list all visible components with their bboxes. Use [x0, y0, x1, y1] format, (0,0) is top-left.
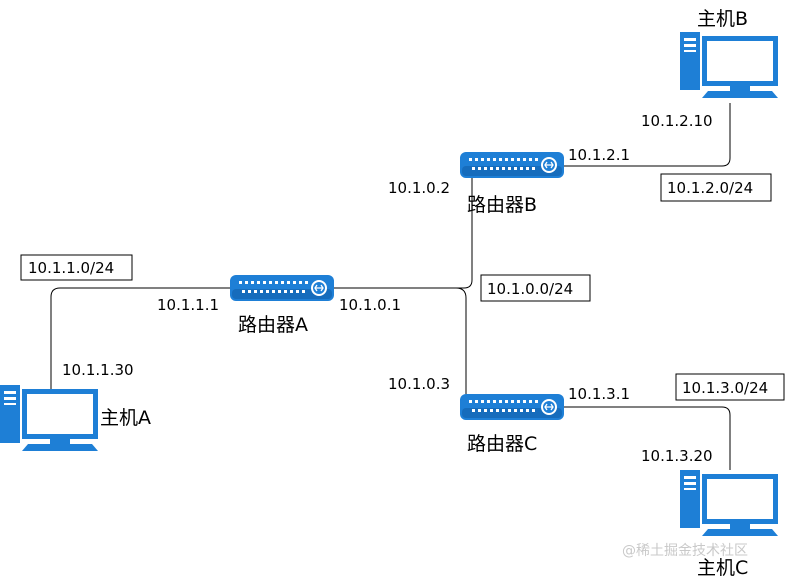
- subnet-label-net-core: 10.1.0.0/24: [487, 280, 573, 298]
- router-b-ip-right: 10.1.2.1: [568, 146, 630, 164]
- router-c-label: 路由器C: [467, 433, 537, 455]
- host-a-icon: [0, 385, 98, 451]
- host-a-label: 主机A: [100, 407, 151, 429]
- router-a-icon: [229, 274, 335, 302]
- router-c-icon: [459, 393, 565, 421]
- link-router-a-router-c: [455, 287, 467, 394]
- router-c-ip-left: 10.1.0.3: [388, 375, 450, 393]
- host-b[interactable]: 主机B: [680, 8, 778, 98]
- subnet-box-net-a: 10.1.1.0/24: [20, 254, 133, 281]
- link-router-a-router-b: [334, 175, 473, 289]
- router-b-ip-left: 10.1.0.2: [388, 179, 450, 197]
- host-a-ip: 10.1.1.30: [62, 361, 134, 379]
- host-c-ip: 10.1.3.20: [641, 447, 713, 465]
- router-b-label: 路由器B: [467, 194, 537, 216]
- subnet-label-net-a: 10.1.1.0/24: [28, 259, 114, 277]
- host-c-label: 主机C: [697, 557, 748, 578]
- host-b-ip: 10.1.2.10: [641, 112, 713, 130]
- router-c[interactable]: 路由器C: [459, 393, 565, 455]
- subnet-box-net-core: 10.1.0.0/24: [480, 274, 591, 302]
- link-router-c-host-c: [564, 406, 731, 470]
- router-b-icon: [459, 151, 565, 179]
- subnet-box-net-b: 10.1.2.0/24: [660, 173, 772, 202]
- router-c-ip-right: 10.1.3.1: [568, 385, 630, 403]
- host-a[interactable]: 主机A: [0, 385, 151, 451]
- host-b-icon: [680, 32, 778, 98]
- watermark-text: @稀土掘金技术社区: [622, 543, 748, 559]
- link-host-a-router-a: [50, 287, 230, 396]
- link-router-b-host-b: [564, 103, 731, 167]
- subnet-box-net-c: 10.1.3.0/24: [675, 373, 785, 401]
- router-a[interactable]: 路由器A: [229, 274, 335, 336]
- host-c[interactable]: 主机C: [680, 470, 778, 578]
- router-a-label: 路由器A: [238, 314, 308, 336]
- subnet-label-net-b: 10.1.2.0/24: [667, 179, 753, 197]
- subnet-label-net-c: 10.1.3.0/24: [682, 379, 768, 397]
- host-b-label: 主机B: [697, 8, 748, 30]
- router-a-ip-right: 10.1.0.1: [339, 296, 401, 314]
- router-b[interactable]: 路由器B: [459, 151, 565, 216]
- host-c-icon: [680, 470, 778, 536]
- router-a-ip-left: 10.1.1.1: [157, 296, 219, 314]
